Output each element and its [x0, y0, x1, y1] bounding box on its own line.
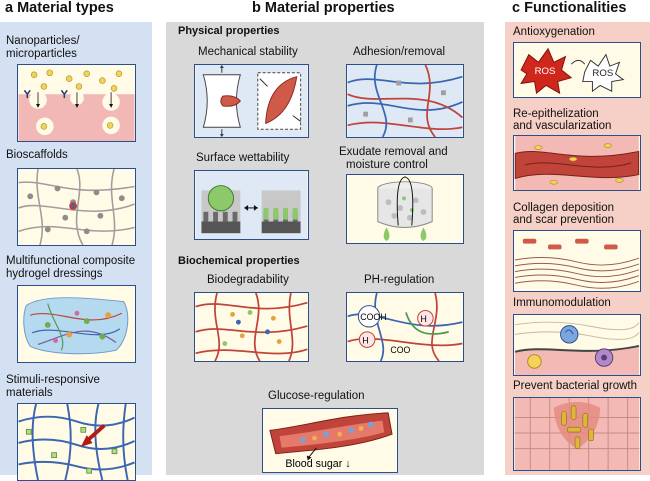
panel-b-material-properties: Physical properties Mechanical stability… — [166, 22, 484, 475]
bacterial-growth-illustration — [513, 397, 641, 471]
ph-regulation-illustration: COOH H H COO — [346, 292, 464, 362]
biochemical-properties-title: Biochemical properties — [178, 255, 300, 267]
glucose-regulation-label: Glucose-regulation — [268, 390, 365, 402]
antioxygenation-illustration: ROS ROS — [513, 42, 641, 98]
ph-cooh-text: COOH — [360, 312, 386, 322]
surface-wettability-label: Surface wettability — [196, 152, 290, 164]
nanoparticles-label-1: Nanoparticles/ — [6, 35, 80, 47]
exudate-label-1: Exudate removal and — [339, 146, 448, 158]
bioscaffolds-label: Bioscaffolds — [6, 149, 68, 161]
collagen-illustration — [513, 230, 641, 292]
bacterial-growth-label: Prevent bacterial growth — [513, 380, 638, 392]
mechanical-stability-label: Mechanical stability — [198, 46, 298, 58]
adhesion-removal-illustration — [346, 64, 464, 138]
collagen-label-2: and scar prevention — [513, 214, 615, 226]
nanoparticles-illustration — [17, 64, 136, 142]
biodegradability-label: Biodegradability — [207, 274, 289, 286]
ros-text-2: ROS — [592, 68, 613, 79]
re-epithelization-label-1: Re-epithelization — [513, 108, 599, 120]
adhesion-removal-label: Adhesion/removal — [353, 46, 446, 58]
panel-c-functionalities: Antioxygenation ROS ROS Re-epithelizatio… — [505, 22, 650, 475]
panel-a-material-types: Nanoparticles/ microparticles Bioscaffol… — [0, 22, 152, 481]
panel-b-title: b Material properties — [252, 0, 395, 16]
exudate-label-2: moisture control — [346, 159, 428, 171]
bioscaffolds-illustration — [17, 168, 136, 246]
hydrogel-label-1: Multifunctional composite — [6, 255, 136, 267]
hydrogel-illustration — [17, 285, 136, 363]
physical-properties-title: Physical properties — [178, 25, 280, 37]
exudate-illustration — [346, 174, 464, 244]
glucose-regulation-illustration: Blood sugar ↓ — [262, 408, 398, 473]
ph-h-text-1: H — [362, 336, 368, 346]
ph-h-text-2: H — [421, 314, 427, 324]
panel-a-title: a Material types — [5, 0, 114, 16]
ph-coo-text: COO — [390, 345, 410, 355]
biodegradability-illustration — [194, 292, 309, 362]
immunomodulation-illustration — [513, 314, 641, 376]
blood-sugar-text: Blood sugar ↓ — [285, 458, 350, 470]
ph-regulation-label: PH-regulation — [364, 274, 435, 286]
mechanical-stability-illustration — [194, 64, 309, 138]
re-epithelization-label-2: and vascularization — [513, 120, 612, 132]
immunomodulation-label: Immunomodulation — [513, 297, 611, 309]
collagen-label-1: Collagen deposition — [513, 202, 615, 214]
hydrogel-label-2: hydrogel dressings — [6, 268, 103, 280]
stimuli-illustration — [17, 403, 136, 481]
antioxygenation-label: Antioxygenation — [513, 26, 595, 38]
stimuli-label-2: materials — [6, 387, 53, 399]
re-epithelization-illustration — [513, 135, 641, 191]
nanoparticles-label-2: microparticles — [6, 48, 77, 60]
ros-text-1: ROS — [535, 66, 556, 77]
surface-wettability-illustration — [194, 170, 309, 240]
panel-c-title: c Functionalities — [512, 0, 627, 16]
stimuli-label-1: Stimuli-responsive — [6, 374, 100, 386]
